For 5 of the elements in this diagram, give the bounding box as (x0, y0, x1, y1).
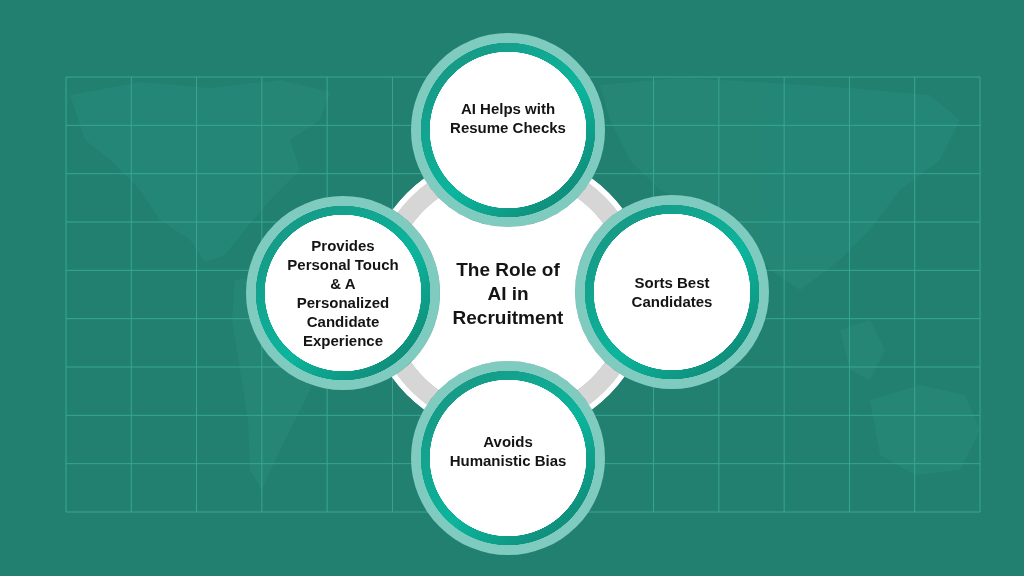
circle-label: Avoids Humanistic Bias (448, 432, 568, 470)
hub-label: The Role of AI in Recruitment (451, 258, 565, 330)
circle-label: Provides Personal Touch & A Personalized Candidate Experience (286, 236, 400, 350)
circle-label: AI Helps with Resume Checks (449, 99, 567, 137)
circle-label: Sorts Best Candidates (630, 273, 714, 311)
